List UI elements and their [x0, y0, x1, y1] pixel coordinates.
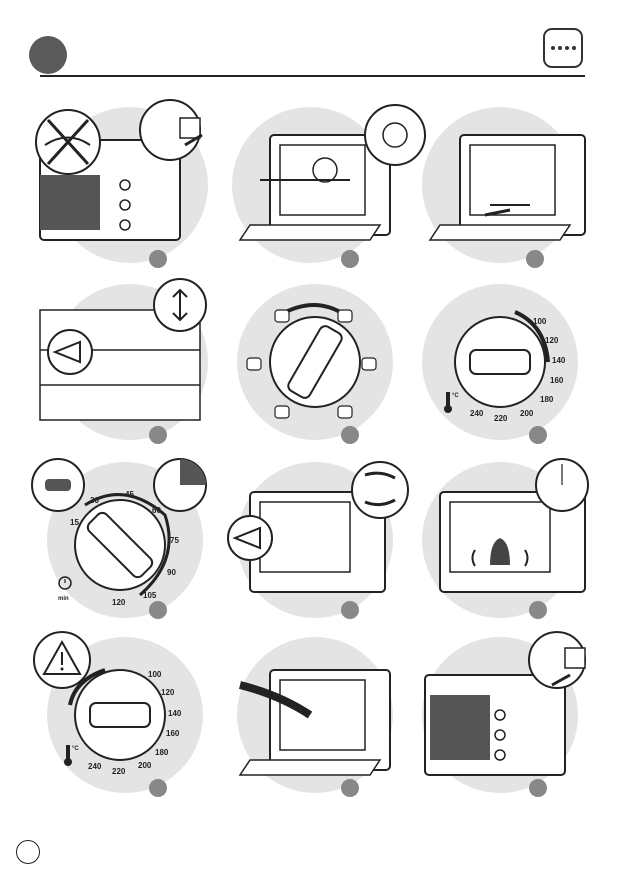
header-rule [40, 75, 585, 77]
timer-label-90: 90 [167, 568, 176, 577]
temp-label-240: 240 [470, 409, 484, 418]
rack-height-icon [154, 279, 206, 331]
reset-temp-label-160: 160 [166, 729, 180, 738]
reset-temp-label-180: 180 [155, 748, 169, 757]
reset-temp-label-240: 240 [88, 762, 102, 771]
temp-label-220: 220 [494, 414, 508, 423]
step-1-panel [30, 90, 210, 270]
watch-cooking-icon [228, 516, 272, 560]
clock-icon [536, 459, 588, 511]
step-4-panel [30, 270, 210, 450]
unplug-cord-crossed-icon [36, 110, 100, 174]
reset-temp-label-220: 220 [112, 767, 126, 776]
reset-temp-label-200: 200 [138, 761, 152, 770]
reset-temp-label-120: 120 [161, 688, 175, 697]
quarter-clock-icon [154, 459, 206, 511]
warning-triangle-icon [34, 632, 90, 688]
temp-label-180: 180 [540, 395, 554, 404]
timer-label-120: 120 [112, 598, 126, 607]
temp-label-100: 100 [533, 317, 547, 326]
step-9-panel [420, 450, 600, 630]
step-3-panel [420, 90, 600, 270]
timer-label-60: 60 [152, 506, 161, 515]
unplug-icon [529, 632, 585, 688]
timer-label-75: 75 [170, 536, 179, 545]
temp-label-140: 140 [552, 356, 566, 365]
temp-label-160: 160 [550, 376, 564, 385]
reset-temp-label-140: 140 [168, 709, 182, 718]
timer-label-45: 45 [125, 490, 134, 499]
header-circle [29, 36, 67, 74]
turn-food-icon [352, 462, 408, 518]
heating-light-icon [32, 459, 84, 511]
timer-label-15: 15 [70, 518, 79, 527]
cooking-mode-icon [543, 28, 583, 68]
page-number-circle [16, 840, 40, 864]
step-5-panel [230, 270, 410, 450]
wall-socket-icon [140, 100, 202, 160]
step-10-panel: 100 120 140 160 180 200 220 240 °C [30, 630, 210, 810]
timer-unit: min [58, 596, 69, 602]
eye-icon [48, 330, 92, 374]
timer-label-105: 105 [143, 591, 157, 600]
timer-label-30: 30 [90, 496, 99, 505]
reset-temp-unit: °C [72, 746, 79, 752]
step-2-panel [230, 90, 410, 270]
temp-label-200: 200 [520, 409, 534, 418]
temp-label-120: 120 [545, 336, 559, 345]
step-7-panel: 15 30 45 60 75 90 105 120 min [30, 450, 210, 630]
step-11-panel [230, 630, 410, 810]
reset-temp-label-100: 100 [148, 670, 162, 679]
temp-unit: °C [452, 393, 459, 399]
step-6-panel: 100 120 140 160 180 200 220 240 °C [420, 270, 600, 450]
step-12-panel [420, 630, 600, 810]
step-8-panel [230, 450, 410, 630]
